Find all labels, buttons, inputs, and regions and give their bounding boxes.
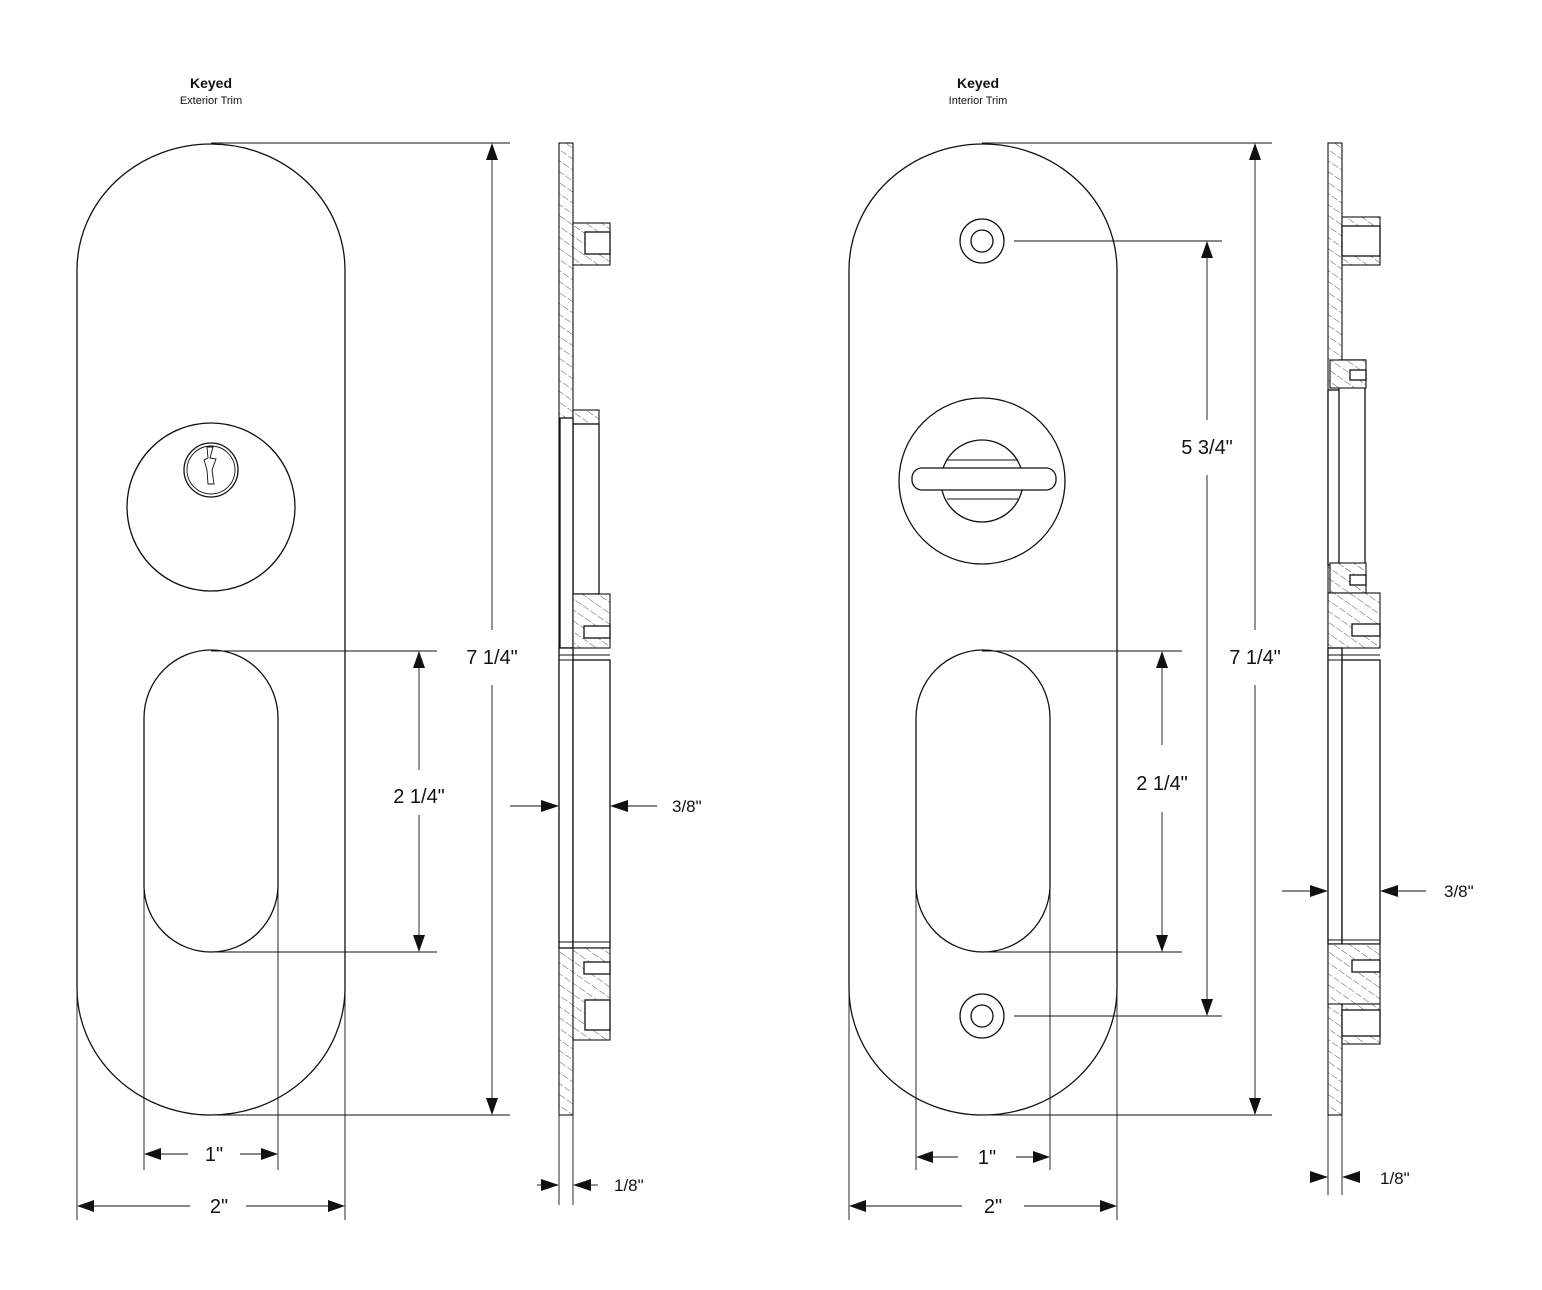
- interior-subtitle: Interior Trim: [949, 95, 1008, 107]
- bottom-screw-hole-icon: [959, 993, 1005, 1039]
- exterior-plate-outline: [76, 143, 346, 1116]
- interior-overall-width-label: 2": [984, 1196, 1002, 1218]
- thumbturn-rose: [898, 397, 1066, 565]
- interior-pull-height-label: 2 1/4": [1136, 773, 1188, 795]
- exterior-finger-recess: [143, 649, 279, 953]
- exterior-subtitle: Exterior Trim: [180, 95, 242, 107]
- exterior-pull-width-label: 1": [205, 1144, 223, 1166]
- cylinder-rose: [126, 422, 296, 592]
- interior-trim-view: Keyed Interior Trim 5 3/4": [848, 75, 1474, 1220]
- top-screw-hole-icon: [959, 218, 1005, 264]
- keyway-icon: [203, 446, 217, 485]
- interior-pull-width-label: 1": [978, 1147, 996, 1169]
- key-cylinder-icon: [183, 442, 239, 498]
- interior-title: Keyed: [957, 75, 999, 91]
- exterior-pull-height-label: 2 1/4": [393, 786, 445, 808]
- interior-thickness-label: 1/8": [1380, 1169, 1410, 1188]
- exterior-side-section: [558, 142, 611, 1116]
- exterior-overall-width-label: 2": [210, 1196, 228, 1218]
- exterior-trim-view: Keyed Exterior Trim 7 1/4" 2 1/4": [76, 75, 702, 1220]
- interior-overall-height-label: 7 1/4": [1229, 647, 1281, 669]
- interior-side-section: [1327, 142, 1381, 1116]
- exterior-thickness-label: 1/8": [614, 1176, 644, 1195]
- interior-projection-label: 3/8": [1444, 882, 1474, 901]
- thumbturn-icon: [911, 467, 1057, 491]
- interior-screw-spacing-label: 5 3/4": [1181, 437, 1233, 459]
- interior-plate-outline: [848, 143, 1118, 1116]
- exterior-projection-label: 3/8": [672, 797, 702, 816]
- exterior-overall-height-label: 7 1/4": [466, 647, 518, 669]
- interior-finger-recess: [915, 649, 1051, 953]
- exterior-title: Keyed: [190, 75, 232, 91]
